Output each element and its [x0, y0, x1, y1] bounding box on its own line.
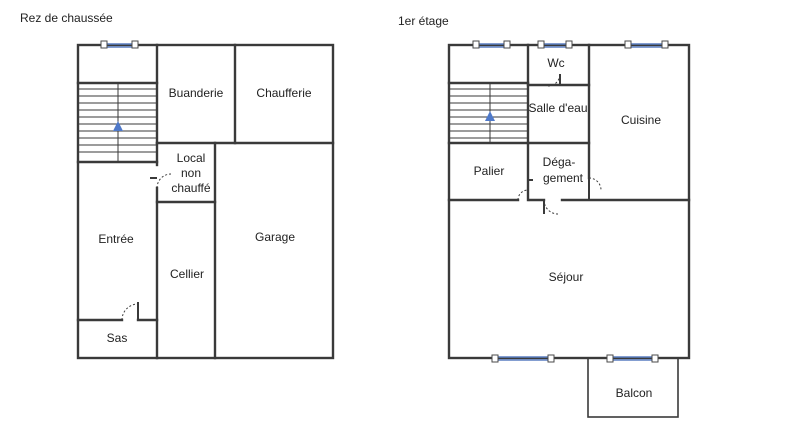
- door-palier: [517, 179, 533, 201]
- window: [606, 354, 659, 363]
- window: [472, 40, 511, 49]
- room-label-balcon: Balcon: [616, 386, 653, 400]
- ground-floor-plan: Rez de chaussée: [20, 11, 335, 360]
- room-label-wc: Wc: [547, 56, 564, 70]
- first-floor-title: 1er étage: [398, 14, 449, 28]
- room-label-salle-eau: Salle d'eau: [528, 101, 587, 115]
- room-label-degagement-line2: gement: [543, 171, 584, 185]
- door-cuisine: [588, 177, 602, 200]
- window: [537, 40, 573, 49]
- first-floor-plan: 1er étage: [398, 14, 691, 418]
- door-local: [150, 173, 172, 189]
- staircase: [447, 81, 530, 143]
- staircase: [76, 81, 159, 164]
- room-label-palier: Palier: [474, 164, 505, 178]
- room-label-cellier: Cellier: [170, 267, 204, 281]
- window: [100, 40, 139, 49]
- stair-up-arrow-icon: [485, 111, 495, 121]
- room-label-sas: Sas: [107, 331, 128, 345]
- room-label-chaufferie: Chaufferie: [256, 86, 311, 100]
- window: [491, 354, 555, 363]
- window: [624, 40, 669, 49]
- room-label-local-line3: chauffé: [171, 181, 210, 195]
- balcony-outline: [587, 357, 679, 418]
- door-wc: [547, 73, 561, 87]
- ground-floor-title: Rez de chaussée: [20, 11, 113, 25]
- room-label-sejour: Séjour: [549, 270, 584, 284]
- room-label-local-line2: non: [181, 166, 201, 180]
- room-label-local-line1: Local: [177, 151, 206, 165]
- stair-up-arrow-icon: [113, 121, 123, 131]
- room-label-cuisine: Cuisine: [621, 113, 661, 127]
- room-label-garage: Garage: [255, 230, 295, 244]
- ground-outer-wall: [76, 43, 335, 360]
- room-label-entree: Entrée: [98, 232, 134, 246]
- first-outer-wall: [447, 43, 691, 360]
- room-label-degagement-line1: Déga-: [543, 155, 576, 169]
- door-sejour: [543, 199, 559, 215]
- room-label-buanderie: Buanderie: [169, 86, 224, 100]
- door-sas: [121, 302, 139, 321]
